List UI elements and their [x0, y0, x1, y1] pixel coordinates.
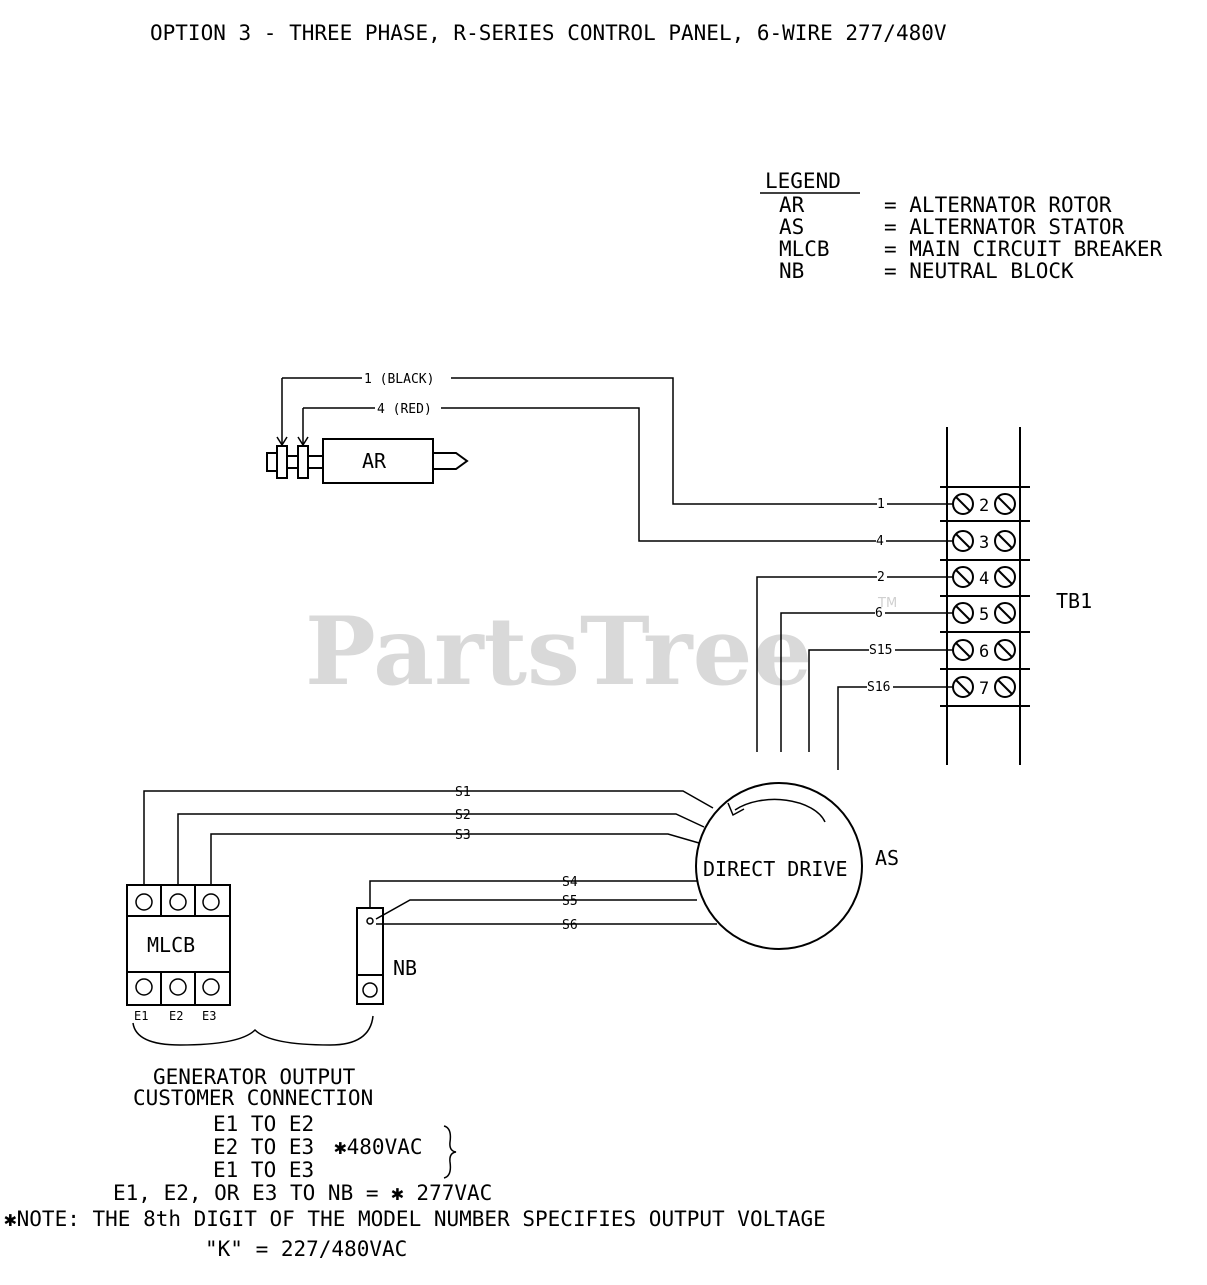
tb1-wire-label: 4 — [876, 534, 884, 549]
legend-code-ar: AR — [779, 193, 805, 217]
wire-label-black: 1 (BLACK) — [364, 372, 434, 387]
wire-label-s4: S4 — [562, 875, 578, 890]
legend-code-as: AS — [779, 215, 804, 239]
legend-desc-ar: = ALTERNATOR ROTOR — [884, 193, 1112, 217]
watermark-trademark: TM — [877, 596, 897, 611]
note-output-line2: CUSTOMER CONNECTION — [133, 1086, 373, 1110]
wire-label-s2: S2 — [455, 808, 471, 823]
note-pair2: E2 TO E3 — [213, 1135, 314, 1159]
terminal-label-e2: E2 — [169, 1009, 183, 1023]
screw-icon — [994, 602, 1016, 624]
tb1-terminal-number: 5 — [979, 605, 989, 625]
tb1-terminal-number: 7 — [979, 679, 989, 699]
screw-icon — [994, 639, 1016, 661]
note-voltage-480: ✱480VAC — [334, 1135, 423, 1159]
tb1-terminal-number: 6 — [979, 642, 989, 662]
screw-icon — [994, 566, 1016, 588]
screw-icon — [952, 566, 974, 588]
screw-icon — [994, 676, 1016, 698]
terminal-label-e3: E3 — [202, 1009, 216, 1023]
tb1-terminal-number: 2 — [979, 496, 989, 516]
stator-inner-label: DIRECT DRIVE — [703, 857, 848, 881]
rotor-label: AR — [362, 449, 387, 473]
legend-code-mlcb: MLCB — [779, 237, 830, 261]
note-to-nb: E1, E2, OR E3 TO NB = ✱ 277VAC — [113, 1181, 492, 1205]
diagram-title: OPTION 3 - THREE PHASE, R-SERIES CONTROL… — [150, 21, 947, 45]
wire-label-red: 4 (RED) — [377, 402, 432, 417]
screw-icon — [952, 639, 974, 661]
screw-icon — [952, 676, 974, 698]
wire-label-s6: S6 — [562, 918, 578, 933]
neutral-block: NB — [356, 907, 417, 1005]
wire-label-s1: S1 — [455, 785, 471, 800]
legend-desc-nb: = NEUTRAL BLOCK — [884, 259, 1074, 283]
alternator-stator: DIRECT DRIVE AS — [695, 782, 899, 950]
screw-icon — [952, 530, 974, 552]
mlcb-label: MLCB — [147, 933, 195, 957]
tb1-wire-label: 1 — [877, 497, 885, 512]
screw-icon — [952, 493, 974, 515]
tb1-wire-label: 6 — [875, 606, 883, 621]
wire-label-s3: S3 — [455, 828, 471, 843]
watermark: PartsTree — [305, 597, 812, 707]
tb1-terminal-number: 3 — [979, 533, 989, 553]
tb1-terminal-6: S15 6 — [869, 639, 1016, 662]
tb1-label: TB1 — [1056, 589, 1092, 613]
tb1-wire-label: S15 — [869, 643, 892, 658]
legend-desc-mlcb: = MAIN CIRCUIT BREAKER — [884, 237, 1163, 261]
terminal-label-e1: E1 — [134, 1009, 148, 1023]
nb-label: NB — [393, 956, 417, 980]
screw-icon — [952, 602, 974, 624]
note-k-voltage: "K" = 227/480VAC — [205, 1237, 407, 1261]
rotor-wires: 1 (BLACK) 4 (RED) — [282, 372, 877, 542]
output-notes: GENERATOR OUTPUT CUSTOMER CONNECTION E1 … — [4, 1065, 826, 1261]
legend-heading: LEGEND — [765, 169, 841, 193]
stator-label: AS — [875, 846, 899, 870]
screw-icon — [994, 530, 1016, 552]
tb1-terminal-7: S16 7 — [867, 676, 1016, 699]
note-output-line1: GENERATOR OUTPUT — [153, 1065, 356, 1089]
note-pair1: E1 TO E2 — [213, 1112, 314, 1136]
wire-label-s5: S5 — [562, 894, 578, 909]
output-brace — [132, 1015, 374, 1046]
note-model-number: ✱NOTE: THE 8th DIGIT OF THE MODEL NUMBER… — [4, 1207, 826, 1231]
main-circuit-breaker: MLCB E1 E2 E3 — [126, 884, 231, 1023]
legend-desc-as: = ALTERNATOR STATOR — [884, 215, 1125, 239]
legend-code-nb: NB — [779, 259, 804, 283]
tb1-wire-label: 2 — [877, 570, 885, 585]
screw-icon — [994, 493, 1016, 515]
tb1-wire-label: S16 — [867, 680, 890, 695]
note-pair3: E1 TO E3 — [213, 1158, 314, 1182]
stator-output-wires: S1 S2 S3 S4 S5 S6 — [143, 785, 717, 933]
tb1-terminal-number: 4 — [979, 569, 989, 589]
stator-tb-wires — [756, 576, 877, 770]
legend: LEGEND AR = ALTERNATOR ROTOR AS = ALTERN… — [760, 169, 1163, 283]
alternator-rotor: AR — [266, 378, 469, 484]
